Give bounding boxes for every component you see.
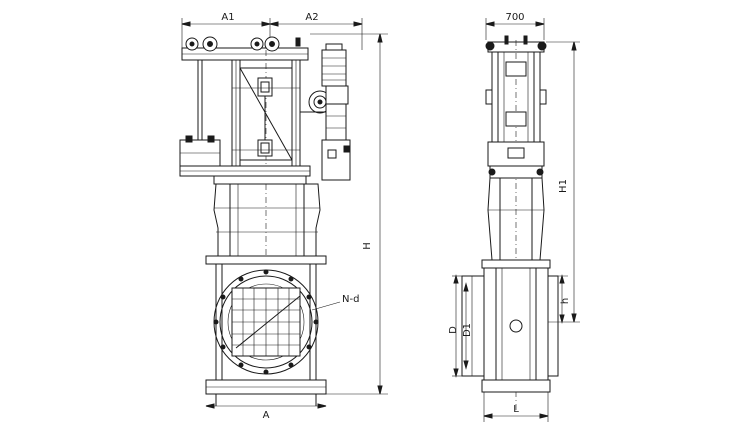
dimension-a1-a2: A1 A2 <box>181 12 363 50</box>
dimension-h: H <box>310 33 388 395</box>
side-body <box>461 259 559 393</box>
label-l: L <box>513 404 519 415</box>
top-crossbeam <box>181 36 309 61</box>
side-upper-frame <box>485 40 547 410</box>
side-view: 700 <box>448 12 580 422</box>
counterweight <box>179 135 221 167</box>
label-h: H <box>362 242 373 250</box>
label-d1: D1 <box>462 323 473 337</box>
lower-crossbeam <box>179 165 311 185</box>
side-actuator <box>487 141 545 179</box>
label-a1: A1 <box>221 12 234 23</box>
motor-actuator <box>300 43 351 181</box>
dimension-l: L <box>483 392 549 422</box>
dimension-a: A <box>205 403 327 421</box>
dimension-700: 700 <box>485 12 545 40</box>
label-a: A <box>263 410 270 421</box>
bonnet <box>213 183 321 257</box>
valve-port: N-d <box>213 269 359 375</box>
label-d: D <box>448 326 459 334</box>
label-h-small: h <box>560 298 571 304</box>
label-h1: H1 <box>558 179 569 193</box>
label-nd: N-d <box>342 294 359 305</box>
dimension-d: D D1 <box>448 274 473 378</box>
label-a2: A2 <box>305 12 318 23</box>
bolt-holes <box>213 269 319 375</box>
label-700: 700 <box>505 12 524 23</box>
dimension-h-small: h <box>548 274 571 324</box>
front-view: A1 A2 <box>179 12 388 421</box>
body-frame <box>205 255 327 406</box>
dimension-h1: H1 <box>546 41 580 323</box>
